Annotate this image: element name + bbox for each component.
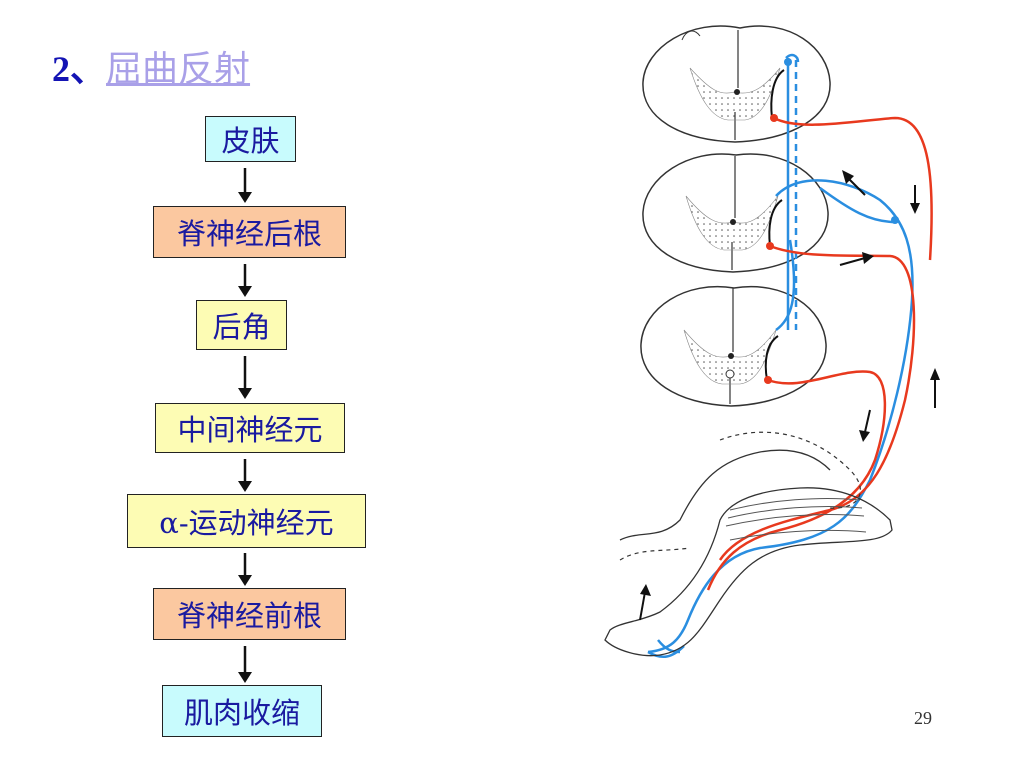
down-arrow-icon (238, 459, 252, 492)
flow-step-label: 中间神经元 (177, 413, 323, 447)
flow-step-alpha-motor-neuron: α-运动神经元 (127, 494, 366, 548)
down-arrow-icon (238, 646, 252, 683)
flow-step-ventral-root: 脊神经前根 (153, 588, 346, 640)
slide-title: 2、屈曲反射 (52, 40, 250, 92)
down-arrow-icon (238, 356, 252, 399)
leg-outline-dashed (619, 431, 861, 561)
flow-step-label: 脊神经前根 (176, 599, 322, 633)
efferent-pathway (706, 116, 933, 591)
down-arrow-icon (238, 553, 252, 586)
flow-step-muscle-contraction: 肌肉收缩 (162, 685, 322, 737)
flow-step-label: 肌肉收缩 (183, 696, 300, 730)
spinal-cord-section-top (642, 25, 831, 143)
spinal-cord-section-middle (642, 153, 829, 273)
flow-step-label: 皮肤 (221, 124, 280, 158)
flow-step-label: α-运动神经元 (159, 506, 334, 540)
flow-step-interneuron: 中间神经元 (155, 403, 345, 453)
page-number: 29 (914, 708, 932, 728)
down-arrow-icon (238, 264, 252, 297)
title-link[interactable]: 屈曲反射 (106, 49, 251, 90)
reflex-arc-illustration (604, 25, 940, 659)
down-arrow-icon (238, 168, 252, 203)
title-number: 2、 (52, 49, 107, 89)
spinal-cord-section-bottom (640, 285, 827, 407)
leg-outline (604, 449, 893, 657)
flow-step-dorsal-root: 脊神经后根 (153, 206, 346, 258)
flow-step-label: 后角 (212, 310, 271, 344)
flow-step-label: 脊神经后根 (176, 217, 322, 251)
afferent-pathway (647, 53, 914, 659)
direction-arrow-icon (639, 170, 940, 621)
flow-step-skin: 皮肤 (205, 116, 296, 162)
flow-step-dorsal-horn: 后角 (196, 300, 287, 350)
